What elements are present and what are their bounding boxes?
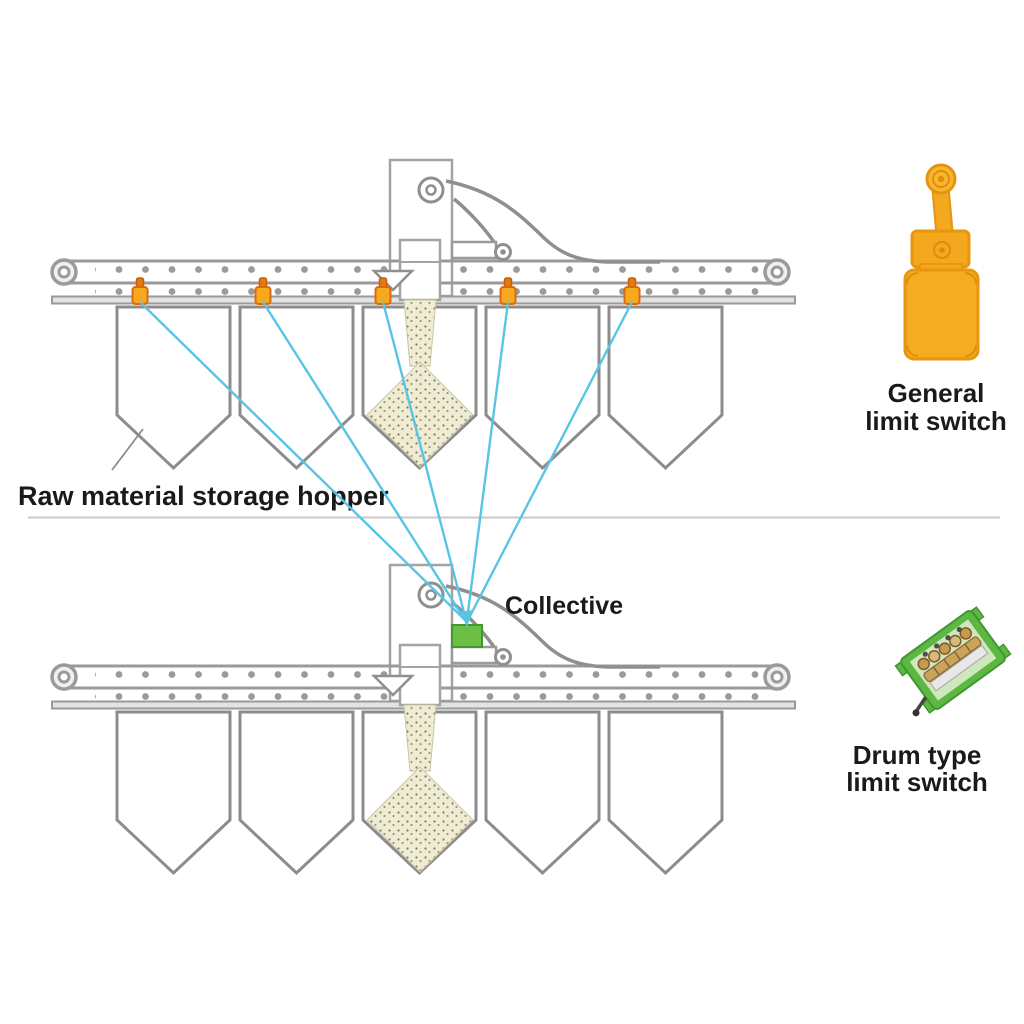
raw-material-hopper-label: Raw material storage hopper — [18, 481, 389, 511]
label-leader-line — [111, 428, 144, 471]
drum-limit-switch-icon — [894, 606, 1012, 717]
signal-lines — [139, 301, 634, 621]
general-limit-switch-label-line1: General — [888, 378, 985, 408]
collective-switch-box — [451, 624, 483, 648]
top-conveyor-system — [50, 158, 797, 471]
general-limit-switch-label-line2: limit switch — [865, 406, 1007, 436]
bottom-conveyor-system — [50, 563, 797, 875]
collective-label: Collective — [505, 592, 623, 620]
drum-limit-switch-label-line1: Drum type — [853, 740, 982, 770]
signal-arrowhead — [460, 610, 473, 627]
drum-limit-switch-label-line2: limit switch — [846, 767, 988, 797]
general-limit-switch-icon — [903, 163, 980, 361]
